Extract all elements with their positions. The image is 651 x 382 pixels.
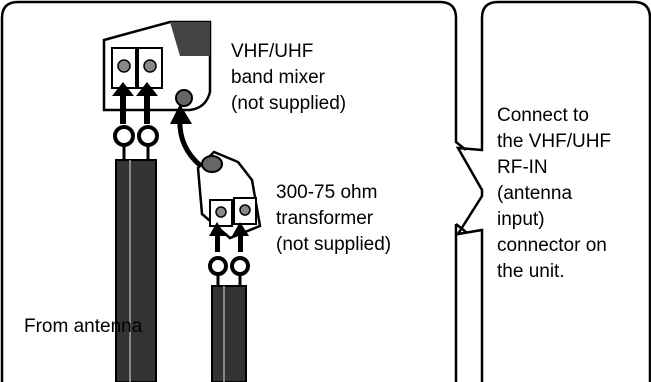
curved-arrow-head xyxy=(170,104,192,124)
band-mixer-label: VHF/UHF band mixer (not supplied) xyxy=(231,41,347,114)
antenna-lead-wire-left xyxy=(113,125,159,382)
connect-instruction-text: Connect to the VHF/UHF RF-IN (antenna in… xyxy=(497,105,612,282)
band-mixer xyxy=(102,20,212,112)
from-antenna-label: From antenna xyxy=(24,316,143,337)
arrows-into-transformer xyxy=(209,222,249,252)
right-panel-frame xyxy=(455,0,651,382)
matching-transformer xyxy=(196,150,262,240)
transformer-label: 300-75 ohm transformer (not supplied) xyxy=(276,182,392,255)
arrows-into-mixer xyxy=(112,82,158,124)
antenna-lead-wire-lower xyxy=(208,256,250,382)
